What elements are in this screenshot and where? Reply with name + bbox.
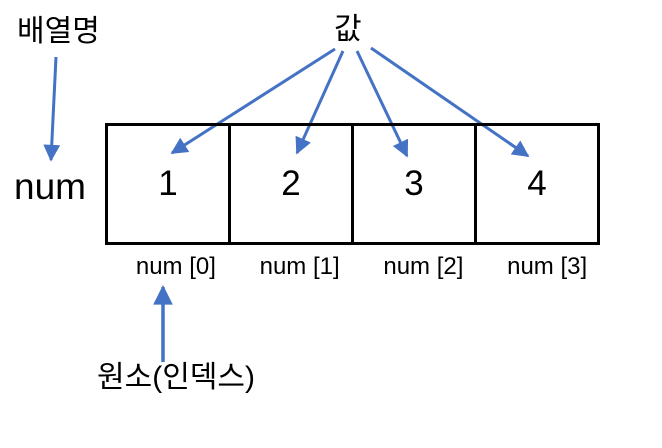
array-cell-3: 4 [477,126,597,242]
cell-value-0: 1 [158,164,178,203]
index-label-2: num [2] [383,253,464,280]
array-cell-0: 1 [108,126,231,242]
index-label-row: num [0] num [1] num [2] num [3] [105,253,600,281]
element-index-label: 원소(인덱스) [97,361,255,394]
cell-value-1: 2 [281,164,301,203]
arrow-arrayname-to-num [43,56,61,162]
array-cell-2: 3 [354,126,477,242]
index-label-1: num [1] [259,253,340,280]
value-label: 값 [334,13,362,46]
array-box: 1 2 3 4 [105,123,600,245]
index-label-0: num [0] [135,253,216,280]
cell-value-3: 4 [527,164,547,203]
array-name-label: 배열명 [17,15,100,48]
cell-value-2: 3 [404,164,424,203]
array-cell-1: 2 [231,126,354,242]
index-label-3: num [3] [507,253,588,280]
array-variable-name: num [14,166,86,207]
